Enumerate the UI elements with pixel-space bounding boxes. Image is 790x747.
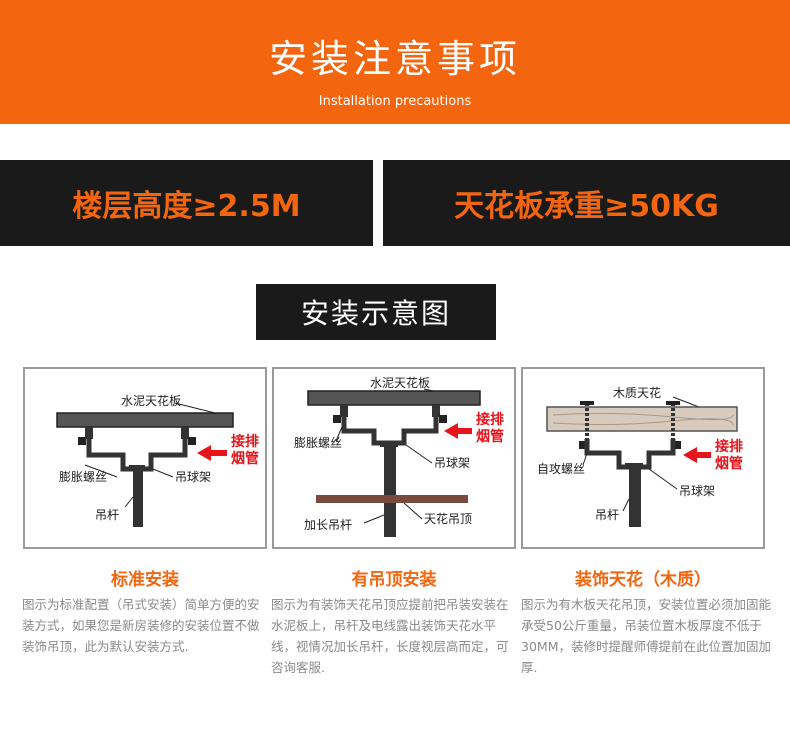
- pipe-label-line2: 烟管: [231, 450, 259, 467]
- bolt-pointer: [582, 452, 588, 466]
- bolt-right: [432, 405, 440, 417]
- panel-wooden-ceiling: 木质天花 自攻螺丝 接排 烟管 吊球架 吊杆: [521, 367, 765, 549]
- suspended-ceiling-label: 天花吊顶: [424, 511, 472, 526]
- nut-right: [439, 415, 447, 423]
- pipe-label-line1: 接排: [476, 411, 504, 428]
- rod-pointer: [622, 498, 630, 512]
- red-arrow-icon: [197, 445, 227, 461]
- rod-pointer: [124, 496, 134, 508]
- pipe-label-line2: 烟管: [476, 428, 504, 445]
- bracket-label: 吊球架: [434, 456, 470, 470]
- nut-right: [188, 437, 196, 445]
- bolt-left: [340, 405, 348, 417]
- cement-ceiling-slab: [307, 390, 481, 406]
- suspended-install-diagram: 水泥天花板 膨胀螺丝 接排 烟管 吊球架 加长吊杆 天花吊顶: [294, 375, 504, 537]
- standard-install-diagram: 水泥天花板 膨胀螺丝 吊球架 接排 烟管 吊杆: [56, 393, 259, 527]
- red-arrow-icon: [444, 423, 472, 439]
- ceiling-load-requirement: 天花板承重≥50KG: [383, 160, 790, 246]
- pipe-label-line1: 接排: [231, 433, 259, 450]
- caption-wooden: 装饰天花（木质）: [575, 570, 711, 590]
- cement-ceiling-slab: [56, 412, 234, 428]
- bolt-label: 自攻螺丝: [537, 462, 585, 476]
- nut-right: [673, 441, 681, 449]
- panel-suspended-ceiling: 水泥天花板 膨胀螺丝 接排 烟管 吊球架 加长吊杆 天花吊顶: [272, 367, 516, 549]
- bracket-cup: [625, 463, 643, 469]
- page-title: 安装注意事项: [268, 37, 521, 81]
- bracket-pointer: [405, 444, 433, 464]
- suspended-pointer: [403, 502, 423, 520]
- rod-label: 吊杆: [95, 508, 119, 522]
- ceiling-label: 水泥天花板: [370, 375, 430, 390]
- bolt-pointer: [84, 464, 118, 478]
- description-wooden: 图示为有木板天花吊顶，安装位置必须加固能承受50公斤重量，吊装位置木板厚度不低于…: [521, 597, 772, 675]
- bracket-label: 吊球架: [175, 470, 211, 484]
- bolt-label: 膨胀螺丝: [294, 436, 342, 450]
- ball-bracket: [86, 439, 188, 472]
- bolt-label: 膨胀螺丝: [59, 470, 107, 484]
- nut-left: [78, 437, 86, 445]
- header-banner: [0, 0, 790, 124]
- ceiling-pointer: [672, 396, 700, 408]
- bracket-pointer: [648, 468, 678, 490]
- description-standard: 图示为标准配置（吊式安装）简单方便的安装方式，如果您是新房装修的安装位置不做装饰…: [22, 597, 260, 654]
- pipe-label-line1: 接排: [715, 438, 743, 455]
- hanging-rod: [133, 469, 143, 527]
- bracket-cup: [129, 465, 145, 471]
- diagram-section-title: 安装示意图: [256, 284, 496, 340]
- suspended-ceiling-board: [316, 495, 468, 503]
- bolt-left: [85, 427, 93, 439]
- screw-head-right: [666, 401, 680, 405]
- pipe-label-line2: 烟管: [715, 455, 743, 472]
- panel-standard: 水泥天花板 膨胀螺丝 吊球架 接排 烟管 吊杆: [23, 367, 267, 549]
- page-subtitle: Installation precautions: [318, 94, 472, 109]
- red-arrow-icon: [683, 447, 711, 463]
- ceiling-label: 水泥天花板: [121, 393, 181, 408]
- ball-bracket: [584, 439, 676, 470]
- ceiling-label: 木质天花: [613, 385, 661, 400]
- screw-head-left: [580, 401, 594, 405]
- ball-bracket: [341, 417, 439, 446]
- extended-rod: [384, 445, 396, 537]
- caption-standard: 标准安装: [111, 570, 179, 590]
- bolt-pointer: [335, 426, 343, 442]
- bracket-cup: [380, 441, 398, 447]
- nut-left: [579, 441, 587, 449]
- bolt-right: [181, 427, 189, 439]
- wooden-install-diagram: 木质天花 自攻螺丝 接排 烟管 吊球架 吊杆: [537, 385, 743, 527]
- ceiling-pointer: [174, 402, 216, 414]
- bracket-pointer: [152, 468, 174, 478]
- nut-left: [333, 415, 341, 423]
- rod-label: 吊杆: [595, 508, 619, 522]
- bracket-label: 吊球架: [679, 484, 715, 498]
- caption-suspended: 有吊顶安装: [351, 570, 437, 590]
- description-suspended: 图示为有装饰天花吊顶应提前把吊装安装在水泥板上，吊杆及电线露出装饰天花水平线，视…: [271, 597, 509, 675]
- rod-pointer: [363, 514, 385, 524]
- rod-label: 加长吊杆: [304, 518, 352, 532]
- floor-height-requirement: 楼层高度≥2.5M: [0, 160, 373, 246]
- hanging-rod: [629, 467, 641, 527]
